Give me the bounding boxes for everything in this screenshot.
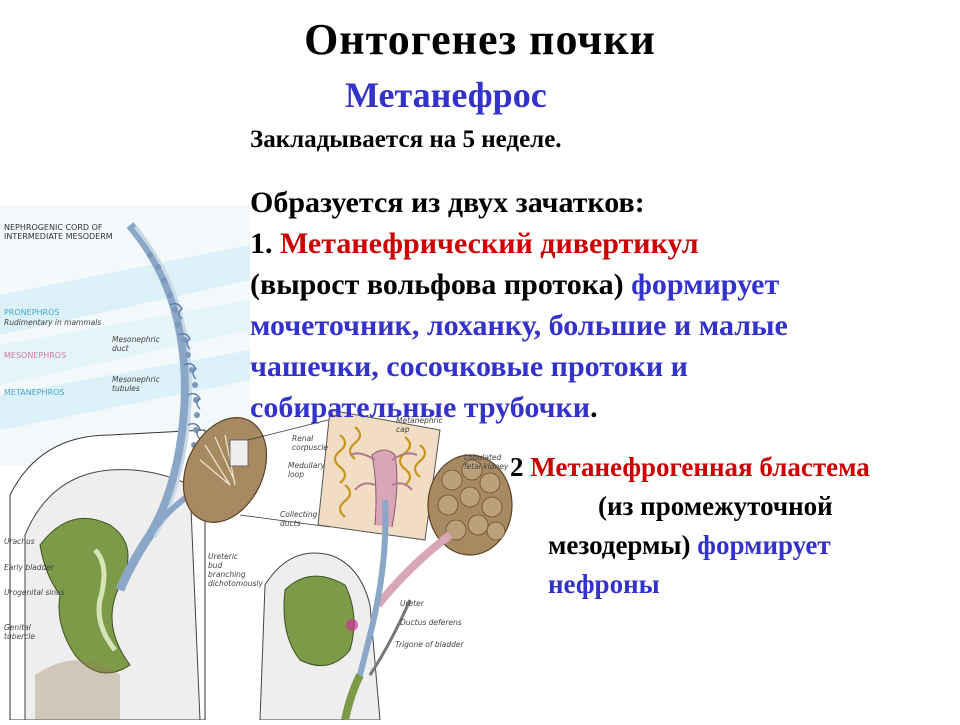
mesonephric-duct xyxy=(115,222,190,592)
embryology-illustration: NEPHROGENIC CORD OF INTERMEDIATE MESODER… xyxy=(0,205,520,721)
label-medullary-loop-1: Medullary xyxy=(288,461,325,470)
text-block-second-rudiment: 2 Метанефрогенная бластема (из промежуто… xyxy=(510,448,960,604)
trigone-of-bladder xyxy=(283,575,355,667)
block2-line3: мезодермы) формирует xyxy=(548,530,831,560)
mesonephros-band xyxy=(0,300,250,385)
label-mesonephric-duct-2: duct xyxy=(112,344,130,353)
label-ureteric-4: dichotomously xyxy=(208,579,263,588)
label-genital-2: tubercle xyxy=(4,632,35,641)
label-ureteric-1: Ureteric xyxy=(208,552,239,561)
block2-line2: (из промежуточной xyxy=(598,491,833,521)
label-trigone: Trigone of bladder xyxy=(395,640,464,649)
label-mesonephric-tubules-2: tubules xyxy=(112,384,140,393)
label-intermediate-mesoderm: INTERMEDIATE MESODERM xyxy=(4,232,113,241)
label-medullary-loop-2: loop xyxy=(288,470,304,479)
block1-line6: собирательные трубочки. xyxy=(250,391,598,424)
label-mesonephros: MESONEPHROS xyxy=(4,351,66,360)
label-early-bladder: Early bladder xyxy=(4,563,55,572)
label-pronephros: PRONEPHROS xyxy=(4,308,60,317)
label-collecting-ducts-2: ducts xyxy=(280,519,301,528)
text-block-first-rudiment: Образуется из двух зачатков: 1. Метанефр… xyxy=(250,182,950,428)
block1-line3: (вырост вольфова протока) формирует xyxy=(250,268,780,301)
metanephric-cap-inset xyxy=(317,409,441,541)
lobulated-fetal-kidney xyxy=(427,454,513,556)
block1-line1: Образуется из двух зачатков: xyxy=(250,186,645,219)
label-metanephros: METANEPHROS xyxy=(4,388,65,397)
block1-line4: мочеточник, лоханку, большие и малые xyxy=(250,309,788,342)
label-urogenital-sinus: Urogenital sinus xyxy=(4,588,65,597)
block2-line4: нефроны xyxy=(548,569,660,599)
label-urachus: Urachus xyxy=(4,537,35,546)
ureter xyxy=(357,499,389,676)
metanephric-diverticulum-term: Метанефрический дивертикул xyxy=(280,227,699,260)
label-ductus-deferens: Ductus deferens xyxy=(400,618,462,627)
label-mesonephric-duct-1: Mesonephric xyxy=(112,335,161,344)
label-collecting-ducts-1: Collecting xyxy=(280,510,318,519)
label-ureteric-2: bud xyxy=(208,561,223,570)
label-metanephric-cap-1: Metanephric xyxy=(396,416,444,425)
label-genital-1: Genital xyxy=(4,623,32,632)
label-renal-corpuscle-1: Renal xyxy=(292,434,314,443)
label-ureter: Ureter xyxy=(400,599,425,608)
label-lobulated-2: fetal kidney xyxy=(464,462,509,471)
label-ureteric-3: branching xyxy=(208,570,246,579)
label-mesonephric-tubules-1: Mesonephric xyxy=(112,375,161,384)
label-metanephric-cap-2: cap xyxy=(396,425,410,434)
block2-line1: 2 Метанефрогенная бластема xyxy=(510,452,870,482)
block1-line2: 1. Метанефрический дивертикул xyxy=(250,227,699,260)
label-nephrogenic-cord: NEPHROGENIC CORD OF xyxy=(4,223,103,232)
block1-line5: чашечки, сосочковые протоки и xyxy=(250,350,688,383)
metanephrogenic-blastema-term: Метанефрогенная бластема xyxy=(530,452,870,482)
week-text: Закладывается на 5 неделе. xyxy=(250,126,562,153)
page-subtitle: Метанефрос xyxy=(345,75,547,115)
pronephros-band xyxy=(0,245,250,335)
label-pronephros-sub: Rudimentary in mammals xyxy=(4,318,101,327)
page-title: Онтогенез почки xyxy=(304,15,656,64)
label-lobulated-1: Lobulated xyxy=(464,453,502,462)
label-renal-corpuscle-2: corpuscle xyxy=(292,443,328,452)
